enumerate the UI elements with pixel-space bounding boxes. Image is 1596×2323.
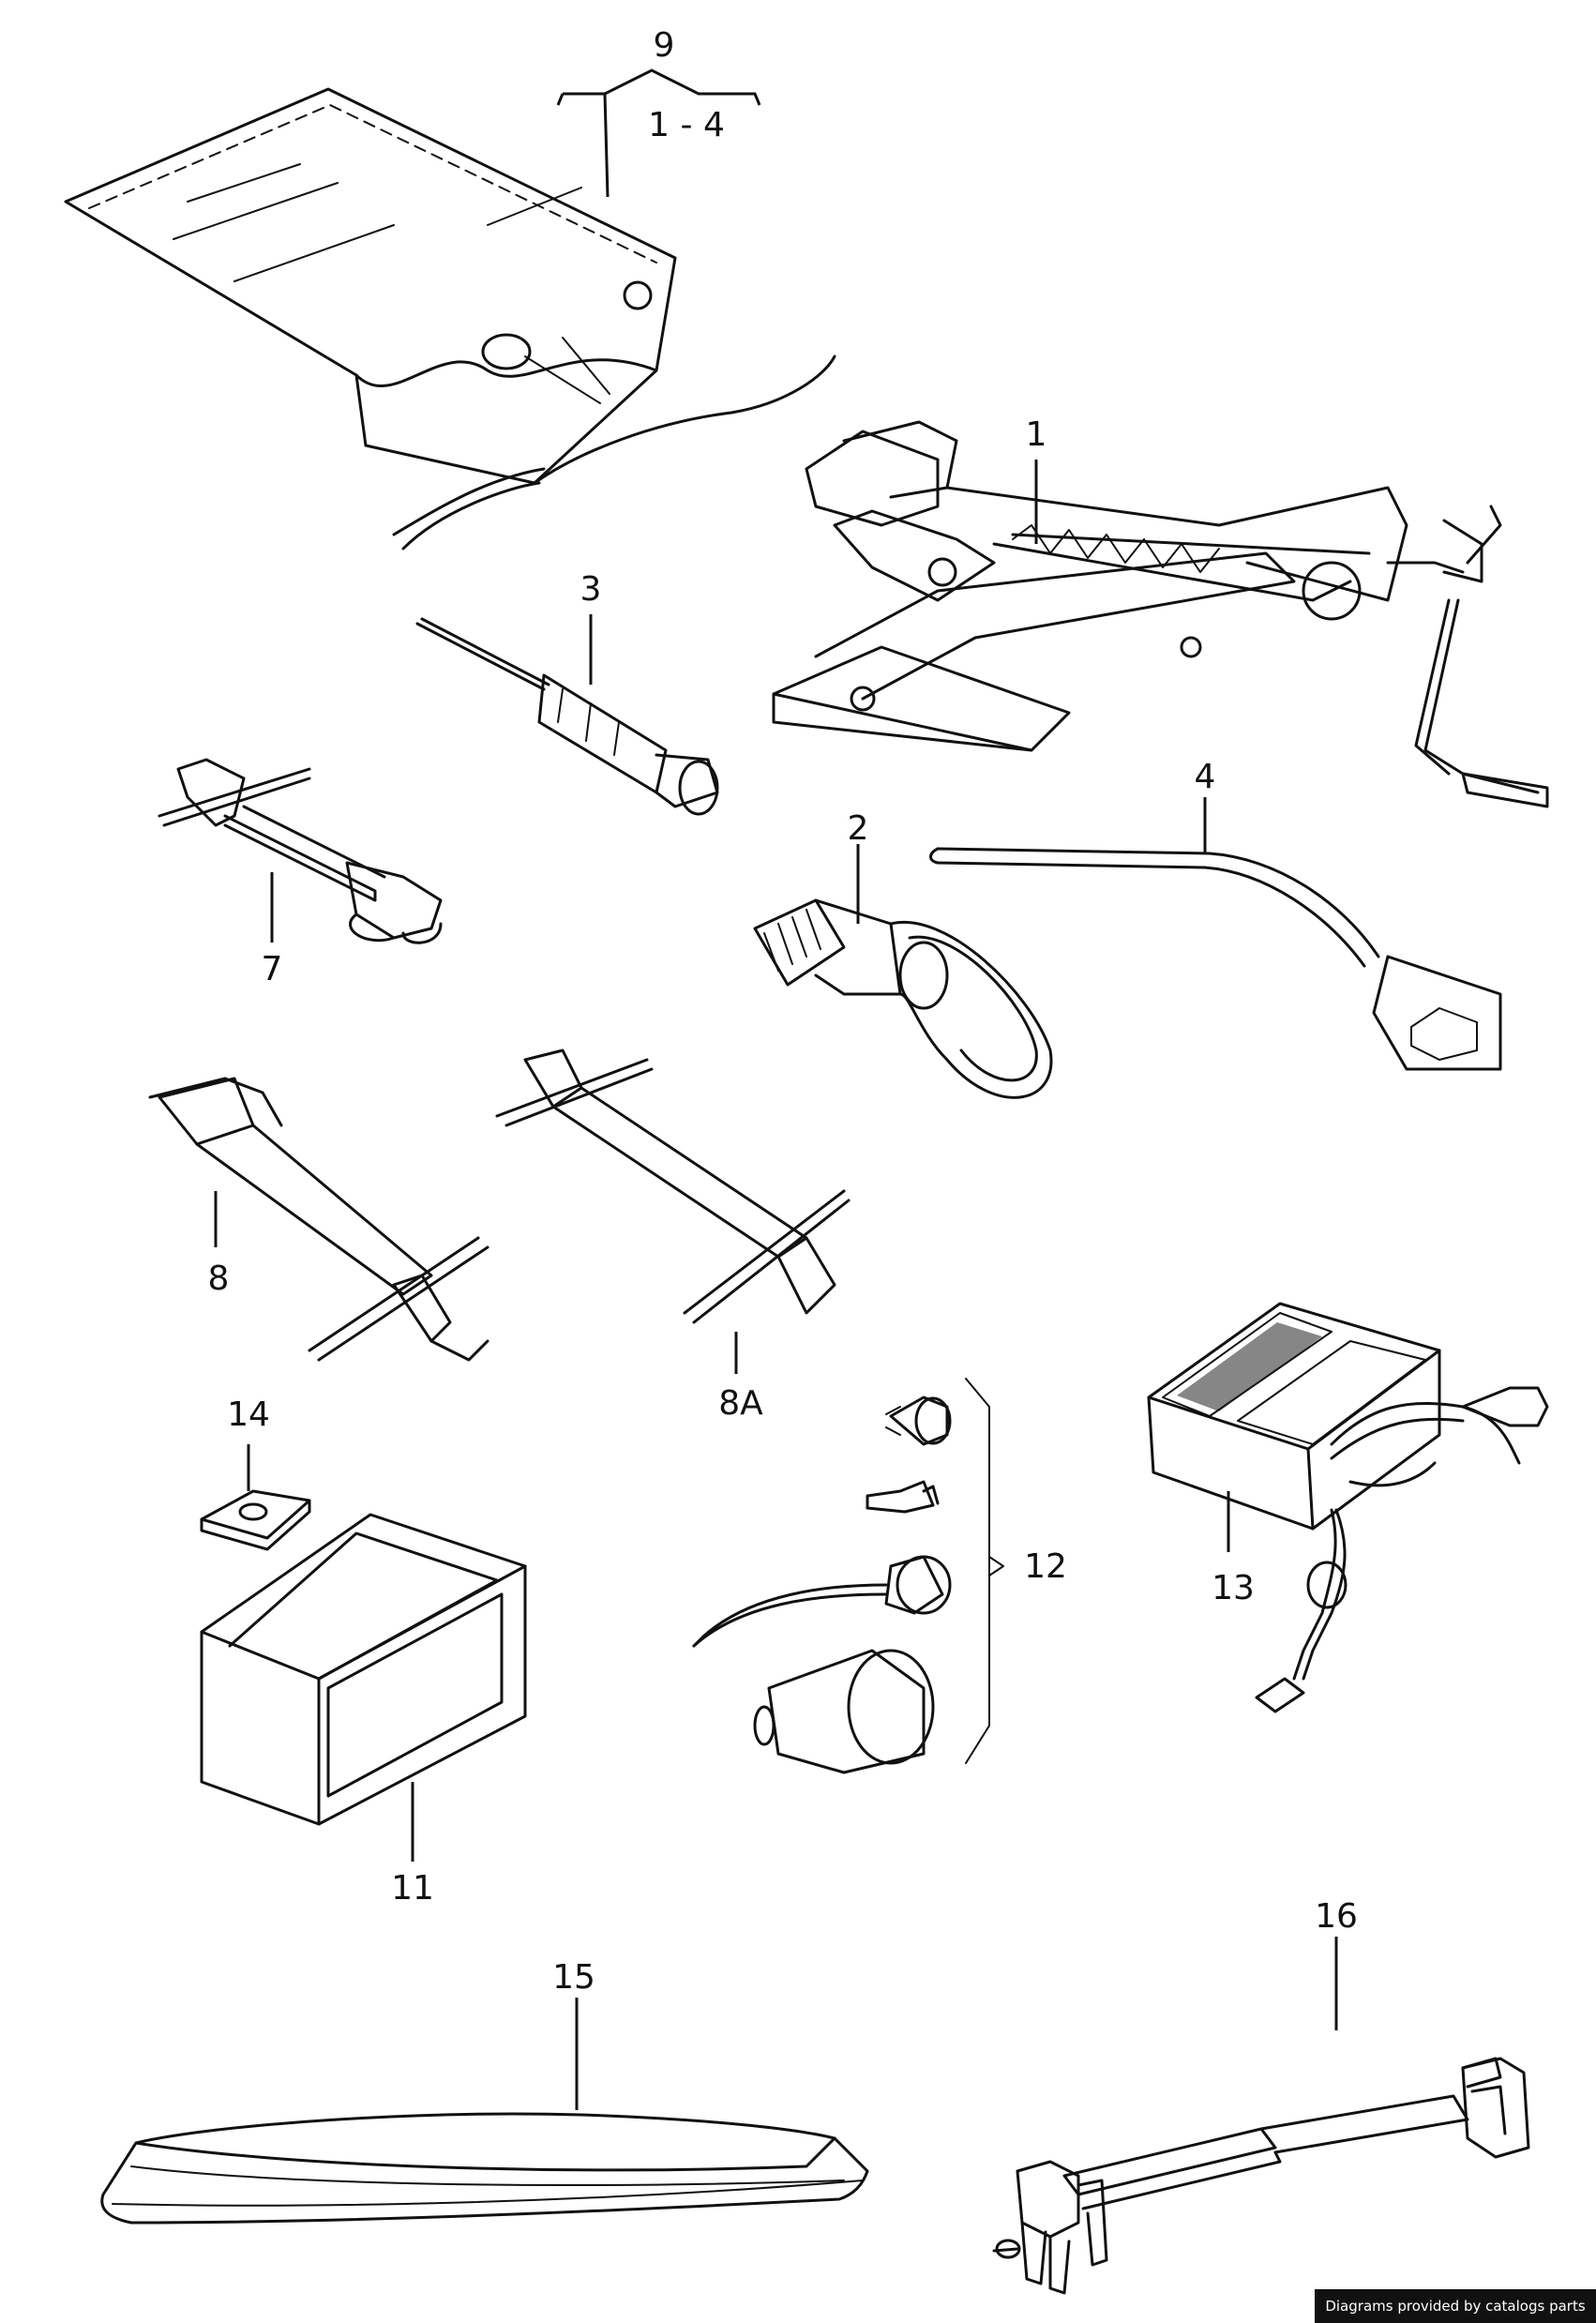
callout-8: 8 bbox=[208, 1260, 230, 1298]
callout-4: 4 bbox=[1195, 758, 1216, 796]
part-9-tool-bag[interactable] bbox=[64, 87, 836, 551]
callouts: 9 1 - 4 1 3 7 2 4 8 8A 14 12 13 11 15 16 bbox=[208, 26, 1358, 1997]
part-16-roof-bar[interactable] bbox=[992, 2057, 1530, 2295]
callout-1: 1 bbox=[1026, 415, 1047, 454]
part-11-box[interactable] bbox=[200, 1513, 527, 1826]
callout-13: 13 bbox=[1212, 1569, 1255, 1607]
part-2-towing-eye[interactable] bbox=[753, 898, 1053, 1099]
part-1-jack[interactable] bbox=[772, 420, 1549, 808]
callout-9-range: 1 - 4 bbox=[648, 106, 725, 144]
part-4-wheel-brace[interactable] bbox=[929, 847, 1502, 1071]
callout-12: 12 bbox=[1024, 1547, 1067, 1586]
callout-9: 9 bbox=[654, 26, 675, 65]
credit-badge: Diagrams provided by catalogs parts bbox=[1315, 2289, 1596, 2323]
part-7-strap[interactable] bbox=[158, 758, 443, 944]
part-14-clip[interactable] bbox=[200, 1489, 311, 1551]
part-8-strap-hook[interactable] bbox=[148, 1077, 489, 1362]
part-13-module[interactable] bbox=[1147, 1302, 1549, 1713]
callout-15: 15 bbox=[552, 1958, 595, 1997]
part-15-roof-box[interactable] bbox=[100, 2112, 869, 2225]
callout-14: 14 bbox=[227, 1395, 270, 1434]
callout-16: 16 bbox=[1315, 1897, 1358, 1936]
callout-7: 7 bbox=[262, 950, 283, 988]
leader-lines bbox=[214, 68, 1338, 2110]
callout-2: 2 bbox=[848, 809, 869, 848]
part-12-plug-components[interactable] bbox=[692, 1378, 1004, 1774]
callout-11: 11 bbox=[391, 1869, 434, 1908]
callout-3: 3 bbox=[580, 570, 602, 609]
module-grille bbox=[1177, 1322, 1322, 1411]
callout-8a: 8A bbox=[718, 1384, 763, 1423]
part-3-screwdriver[interactable] bbox=[415, 617, 719, 816]
part-8a-strap[interactable] bbox=[495, 1048, 851, 1324]
